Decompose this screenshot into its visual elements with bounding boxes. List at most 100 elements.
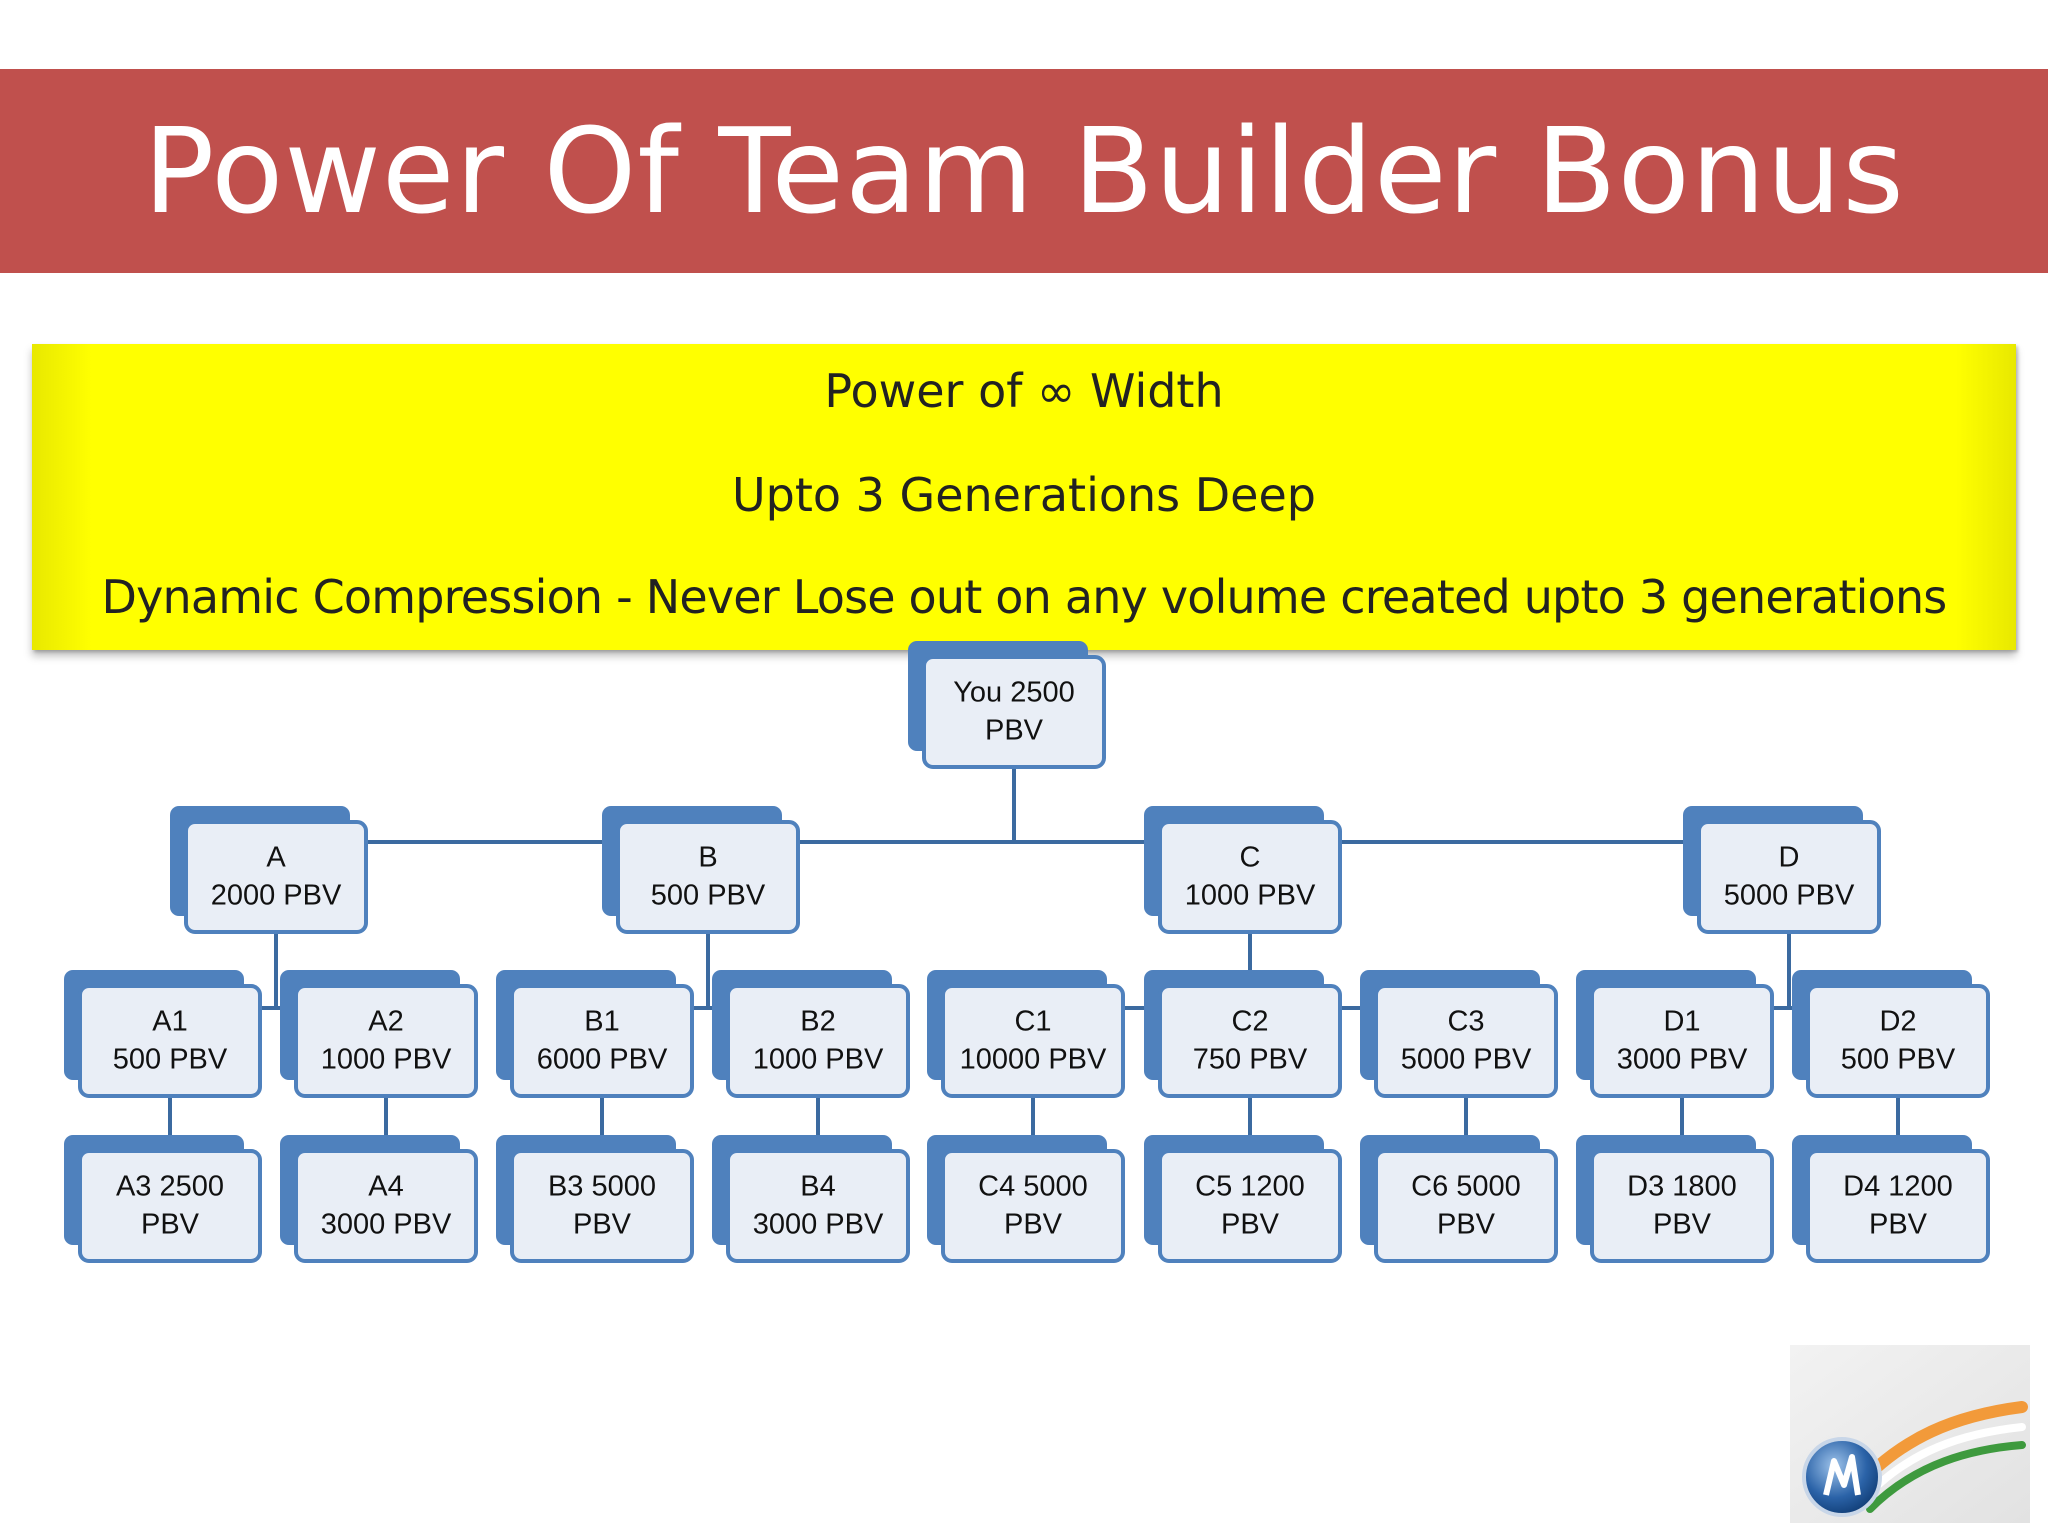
node-box: [1374, 1149, 1558, 1263]
node-box: [1806, 984, 1990, 1098]
node-label-line-2: 3000 PBV: [1617, 1044, 1748, 1076]
node-label-line-2: 500 PBV: [1841, 1044, 1956, 1076]
highlight-line-2: Upto 3 Generations Deep: [732, 468, 1316, 522]
node-b2: B2 1000 PBV: [712, 970, 910, 1098]
node-c2: C2 750 PBV: [1144, 970, 1342, 1098]
node-label-line-1: A3 2500: [116, 1171, 224, 1203]
node-label-line-2: 2000 PBV: [211, 880, 342, 912]
node-label-line-2: 1000 PBV: [753, 1044, 884, 1076]
node-label-line-2: 500 PBV: [113, 1044, 228, 1076]
node-box: [1590, 1149, 1774, 1263]
node-label-line-1: D4 1200: [1843, 1171, 1953, 1203]
node-label-line-2: PBV: [1004, 1209, 1063, 1241]
node-label-line-1: D: [1779, 842, 1800, 874]
node-label-line-1: B3 5000: [548, 1171, 656, 1203]
node-label-line-2: PBV: [1221, 1209, 1280, 1241]
node-box: [941, 1149, 1125, 1263]
node-a: A 2000 PBV: [170, 806, 368, 934]
node-label-line-1: A1: [152, 1006, 187, 1038]
node-box: [184, 820, 368, 934]
node-c1: C1 10000 PBV: [927, 970, 1125, 1098]
node-box: [1697, 820, 1881, 934]
node-label-line-1: B2: [800, 1006, 835, 1038]
node-label-line-1: D1: [1663, 1006, 1700, 1038]
node-label-line-2: 500 PBV: [651, 880, 766, 912]
node-box: [294, 984, 478, 1098]
company-logo: [1790, 1345, 2030, 1523]
node-b4: B4 3000 PBV: [712, 1135, 910, 1263]
node-label-line-1: C4 5000: [978, 1171, 1088, 1203]
node-label-line-1: B4: [800, 1171, 835, 1203]
node-box: [1158, 984, 1342, 1098]
node-box: [1806, 1149, 1990, 1263]
node-b: B 500 PBV: [602, 806, 800, 934]
node-label-line-2: PBV: [1869, 1209, 1928, 1241]
node-label-line-1: C5 1200: [1195, 1171, 1305, 1203]
node-label-line-2: 6000 PBV: [537, 1044, 668, 1076]
node-label-line-1: C1: [1014, 1006, 1051, 1038]
node-box: [726, 1149, 910, 1263]
node-label-line-1: B1: [584, 1006, 619, 1038]
node-label-line-1: C6 5000: [1411, 1171, 1521, 1203]
node-label-line-2: PBV: [985, 715, 1044, 747]
title-banner: Power Of Team Builder Bonus: [0, 69, 2048, 273]
node-label-line-2: 5000 PBV: [1401, 1044, 1532, 1076]
node-box: [1158, 820, 1342, 934]
node-box: [1590, 984, 1774, 1098]
node-label-line-2: 3000 PBV: [321, 1209, 452, 1241]
node-label-line-1: You 2500: [953, 677, 1075, 709]
highlight-line-3: Dynamic Compression - Never Lose out on …: [101, 570, 1948, 624]
node-box: [616, 820, 800, 934]
node-label-line-2: PBV: [141, 1209, 200, 1241]
node-box: [1374, 984, 1558, 1098]
node-d1: D1 3000 PBV: [1576, 970, 1774, 1098]
node-box: [78, 1149, 262, 1263]
node-box: [941, 984, 1125, 1098]
node-label-line-2: 10000 PBV: [960, 1044, 1107, 1076]
node-label-line-1: C: [1240, 842, 1261, 874]
node-d2: D2 500 PBV: [1792, 970, 1990, 1098]
node-b1: B1 6000 PBV: [496, 970, 694, 1098]
node-label-line-1: D2: [1879, 1006, 1916, 1038]
node-a2: A2 1000 PBV: [280, 970, 478, 1098]
node-box: [510, 1149, 694, 1263]
slide-title: Power Of Team Builder Bonus: [143, 102, 1905, 240]
node-label-line-2: 1000 PBV: [1185, 880, 1316, 912]
node-label-line-2: PBV: [1653, 1209, 1712, 1241]
highlight-line-1: Power of ∞ Width: [824, 364, 1224, 418]
node-label-line-1: A4: [368, 1171, 403, 1203]
node-label-line-1: C3: [1447, 1006, 1484, 1038]
node-a4: A4 3000 PBV: [280, 1135, 478, 1263]
node-label-line-2: 1000 PBV: [321, 1044, 452, 1076]
node-box: [726, 984, 910, 1098]
node-label-line-2: PBV: [1437, 1209, 1496, 1241]
node-label-line-1: A: [266, 842, 286, 874]
node-box: [510, 984, 694, 1098]
node-label-line-1: B: [698, 842, 717, 874]
node-c3: C3 5000 PBV: [1360, 970, 1558, 1098]
node-label-line-2: 5000 PBV: [1724, 880, 1855, 912]
node-label-line-1: A2: [368, 1006, 403, 1038]
node-label-line-2: PBV: [573, 1209, 632, 1241]
node-label-line-2: 3000 PBV: [753, 1209, 884, 1241]
highlight-box: Power of ∞ Width Upto 3 Generations Deep…: [32, 344, 2016, 650]
node-label-line-1: D3 1800: [1627, 1171, 1737, 1203]
node-box: [1158, 1149, 1342, 1263]
node-label-line-2: 750 PBV: [1193, 1044, 1308, 1076]
node-d: D 5000 PBV: [1683, 806, 1881, 934]
node-box: [294, 1149, 478, 1263]
node-box: [922, 655, 1106, 769]
node-box: [78, 984, 262, 1098]
node-c: C 1000 PBV: [1144, 806, 1342, 934]
node-a1: A1 500 PBV: [64, 970, 262, 1098]
node-label-line-1: C2: [1231, 1006, 1268, 1038]
